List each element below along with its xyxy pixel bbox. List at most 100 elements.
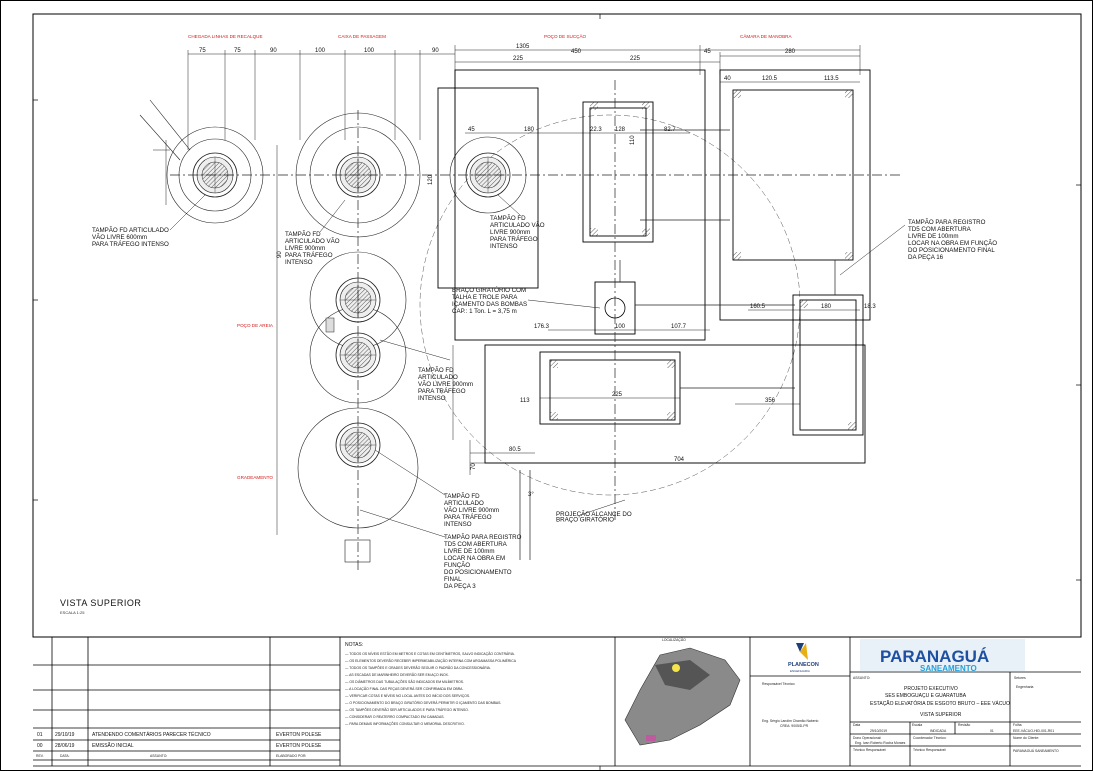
resp-nome: Eng. Sérgio Landim Chamão Naberio (762, 719, 818, 723)
dono-label: Dono Operacional: (853, 736, 881, 740)
dim-1305: 1305 (516, 44, 530, 50)
rev-number: 01 (37, 732, 43, 738)
callout-leaders (169, 194, 906, 538)
folha-value: EEE-VÁCUO-HID-001-R01 (1013, 729, 1054, 733)
paranagua-text: PARANAGUÁ (880, 647, 989, 666)
pipes (170, 80, 900, 570)
dim-180: 180 (524, 127, 535, 133)
callout-tampao4-line: ARTICULADO (418, 374, 458, 381)
revisao-label: Revisão (958, 723, 970, 727)
section-camara: CÂMARA DE MANOBRA (740, 33, 792, 39)
callout-tampao3-line: INTENSO (490, 243, 518, 250)
crane-pivot (604, 297, 626, 319)
dim-805: 80.5 (509, 447, 521, 453)
dim-1077: 107.7 (671, 324, 687, 330)
assunto-label: ASSUNTO: (853, 676, 870, 680)
location-map (624, 647, 741, 746)
callout-tampao2-line: INTENSO (285, 259, 313, 266)
notas-title: NOTAS: (345, 642, 363, 648)
dim-223: 22.3 (590, 127, 602, 133)
planecon-text: PLANECON (788, 662, 819, 668)
frame-ticks (33, 14, 1081, 771)
callout-tampao5-line: ARTICULADO (444, 500, 484, 507)
dim-45a: 45 (704, 49, 711, 55)
dim-70: 70 (471, 463, 477, 470)
view-title: VISTA SUPERIOR (60, 598, 141, 608)
dono-value: Eng. Ivan Roberto Rocha Moraes (855, 741, 906, 745)
revisao-value: 01 (990, 729, 994, 733)
dim-113: 113 (520, 398, 530, 404)
nota-line: — A LOCAÇÃO FINAL DAS PEÇAS DEVERÁ SER C… (345, 686, 463, 691)
section-chegada: CHEGADA LINHAS DE RECALQUE (188, 34, 263, 39)
callout-braco-line: CAP.: 1 Ton. L = 3,75 m (452, 308, 517, 315)
callout-registro2-line: LOCAR NA OBRA EM (444, 555, 505, 562)
data-label: Data (853, 723, 860, 727)
setores-value: Engenharia (1016, 685, 1033, 689)
callout-registro2-line: DA PEÇA 3 (444, 583, 476, 590)
folha-label: Folha (1013, 723, 1022, 727)
rev-subject: EMISSÃO INICIAL (92, 742, 134, 749)
dim-3deg: 3° (528, 492, 534, 498)
nota-line: — TODOS OS TAMPÕES E GRADES DEVERÃO SEGU… (345, 665, 491, 670)
projeto-line3: ESTAÇÃO ELEVATÓRIA DE ESGOTO BRUTO – EEE… (870, 700, 1010, 707)
callout-tampao4-line: TAMPÃO FD (418, 367, 454, 374)
callout-registro1-line: TAMPÃO PARA REGISTRO (908, 219, 986, 226)
callout-tampao3-line: TAMPÃO FD (490, 215, 526, 222)
section-poco-areia: POÇO DE AREIA (237, 323, 274, 328)
dim-280: 280 (785, 49, 796, 55)
callout-tampao2-line: ARTICULADO VÃO (285, 238, 340, 245)
callout-registro1-line: LIVRE DE 100mm (908, 233, 959, 240)
dim-225b: 225 (630, 56, 641, 62)
nome-cliente-label: Nome do Cliente: (1013, 736, 1039, 740)
callout-tampao2-line: PARA TRÁFEGO (285, 252, 333, 259)
paranagua-sub: SANEAMENTO (920, 664, 977, 673)
nota-line: — CONSIDERAR O REATERRO COMPACTADO EM CA… (345, 715, 445, 719)
callout-tampao2-line: TAMPÃO FD (285, 231, 321, 238)
callout-braco-line: IÇAMENTO DAS BOMBAS (452, 301, 527, 308)
projeto-line2: SES EMBOGUAÇU E GUARATUBA (885, 693, 967, 699)
dim-1605: 160.5 (750, 304, 766, 310)
nota-line: — OS DIÂMETROS DAS TUBULAÇÕES SÃO INDICA… (345, 679, 464, 684)
callout-tampao3-line: ARTICULADO VÃO (490, 222, 545, 229)
callout-tampao3-line: LIVRE 900mm (490, 229, 530, 236)
elab-header: ELABORADO POR: (276, 754, 306, 758)
dim-1135: 113.5 (824, 76, 839, 82)
tecnico-resp-1: Técnico Responsável: (853, 748, 886, 752)
data-header: DATA: (60, 754, 70, 758)
nota-line: — TODOS OS NÍVEIS ESTÃO EM METROS E COTA… (345, 651, 515, 656)
callout-registro2-line: TAMPÃO PARA REGISTRO (444, 534, 522, 541)
escala-label: Escala (912, 723, 922, 727)
dim-704: 704 (674, 457, 685, 463)
dim-225a: 225 (513, 56, 524, 62)
callout-tampao4-line: VÃO LIVRE 900mm (418, 381, 473, 388)
dim-225c: 225 (612, 392, 623, 398)
dim-90b: 90 (432, 48, 439, 54)
dim-75b: 75 (234, 48, 241, 54)
title-block (33, 636, 1081, 767)
section-poco-succao: POÇO DE SUCÇÃO (544, 33, 587, 39)
callout-braco-line: BRAÇO GIRATÓRIO COM (452, 287, 526, 294)
projeto-line1: PROJETO EXECUTIVO (904, 686, 958, 692)
planecon-logo: PLANECON ENGENHARIA (788, 643, 819, 673)
callout-projecao-line: BRAÇO GIRATÓRIO (556, 517, 614, 524)
escala-value: INDICADA (930, 729, 947, 733)
dim-40: 40 (724, 76, 731, 82)
dim-180b: 180 (821, 304, 832, 310)
dim-110: 110 (630, 135, 636, 145)
rev-subject: ATENDENDO COMENTÁRIOS PARECER TÉCNICO (92, 731, 211, 738)
callout-registro2-line: LIVRE DE 100mm (444, 548, 495, 555)
dim-128: 128 (615, 127, 626, 133)
dim-100a: 100 (315, 48, 326, 54)
callout-registro1-line: DA PEÇA 16 (908, 254, 944, 261)
dim-1205: 120.5 (762, 76, 778, 82)
dim-1763: 176.3 (534, 324, 550, 330)
setores-label: Setores (1014, 676, 1026, 680)
callout-tampao3-line: PARA TRÁFEGO (490, 236, 538, 243)
rev-date: 28/06/19 (55, 743, 75, 749)
tecnico-resp-2: Técnico Responsável: (913, 748, 946, 752)
rev-header: REV. (36, 754, 44, 758)
nota-line: — OS TAMPÕES DEVERÃO SER ARTICULADOS E P… (345, 707, 469, 712)
section-caixa: CAIXA DE PASSAGEM (338, 34, 386, 39)
rev-author: EVERTON POLESE (276, 732, 322, 738)
